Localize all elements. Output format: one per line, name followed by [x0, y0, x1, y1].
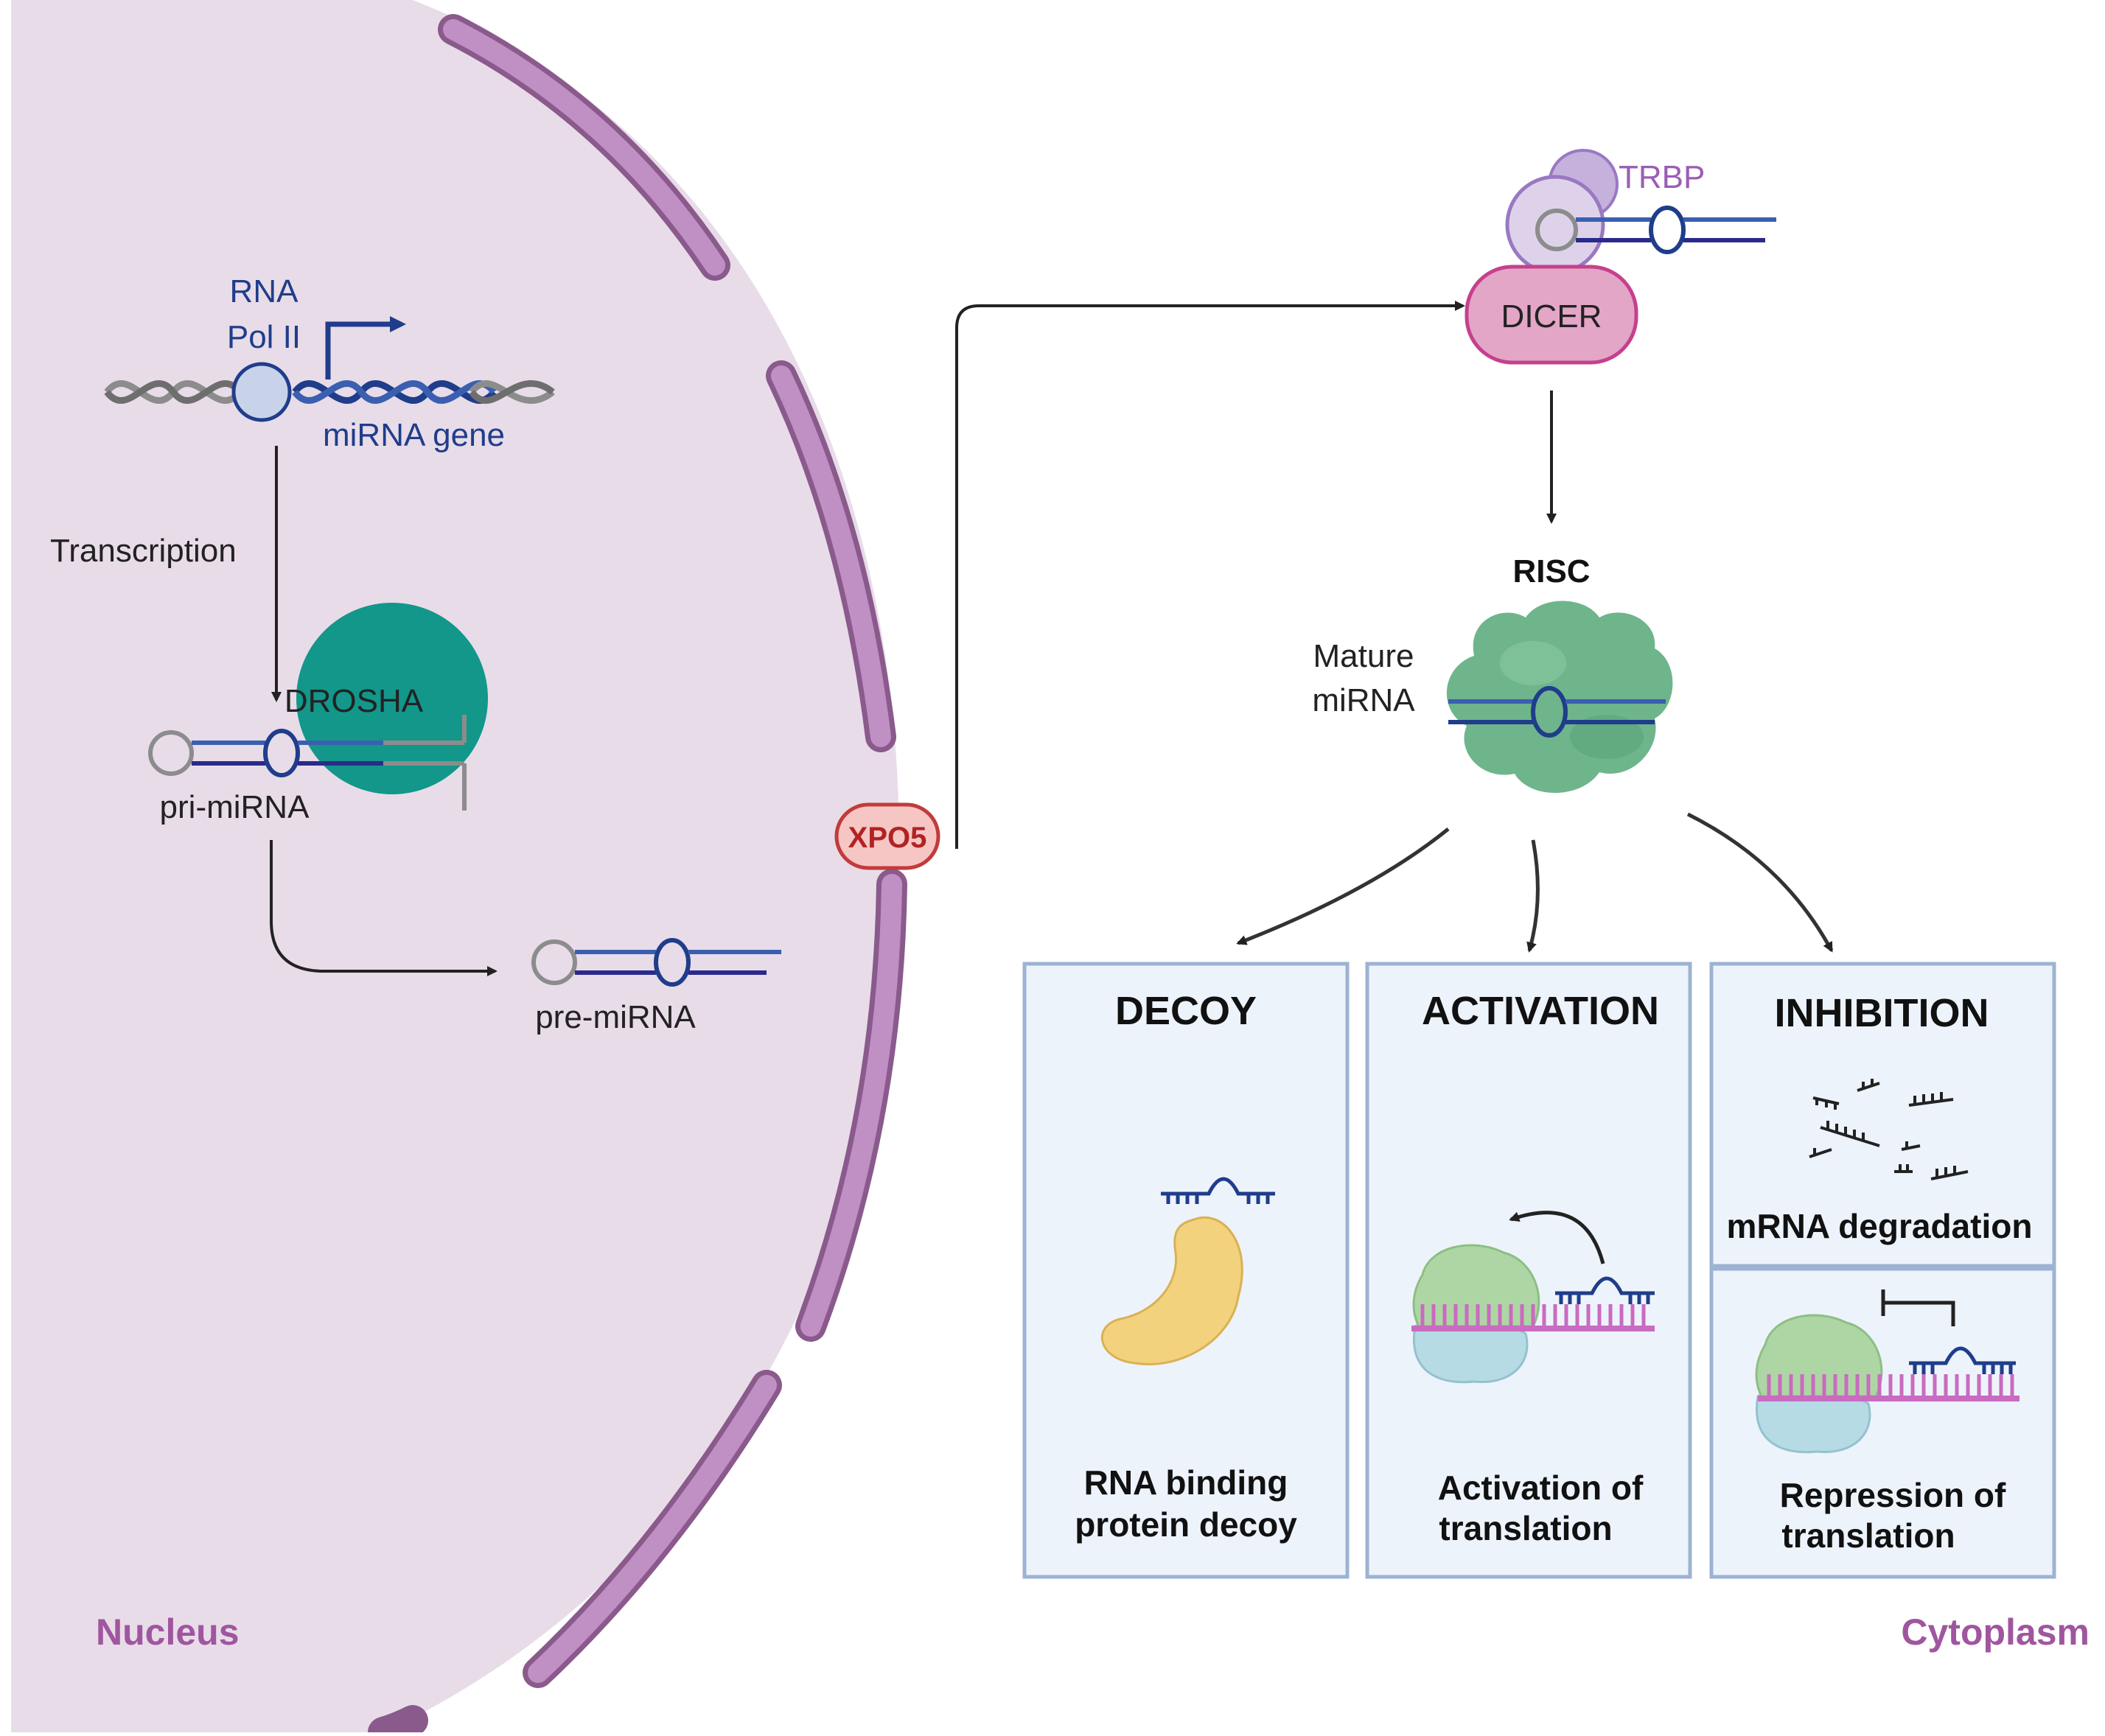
- transcription-start-arrow: [325, 316, 406, 379]
- rna-pol-label-2: Pol II: [227, 319, 301, 355]
- decoy-protein: [1100, 1216, 1243, 1365]
- decoy-title: DECOY: [1115, 989, 1257, 1033]
- drosha-complex: [296, 603, 488, 794]
- repression-ribosome-large: [1755, 1314, 1883, 1398]
- degraded-rna-fragments: [1809, 1079, 1969, 1180]
- repression-inhibit-icon: [1881, 1289, 1955, 1326]
- trbp-label: TRBP: [1619, 159, 1705, 195]
- repression-caption: Repression of: [1780, 1476, 2006, 1514]
- activation-mirna: [1555, 1276, 1655, 1304]
- dicer-label: DICER: [1501, 298, 1602, 335]
- inhibition-panel: INHIBITION mRNA degradation Repression o…: [1709, 962, 2056, 1579]
- pri-mirna-hairpin: [148, 715, 467, 811]
- xpo5-label: XPO5: [848, 822, 927, 854]
- nucleus-label: Nucleus: [96, 1611, 240, 1653]
- inhibition-arrow: [1686, 812, 1834, 953]
- activation-mrna: [1411, 1304, 1655, 1331]
- risc-label: RISC: [1512, 553, 1590, 589]
- activation-title: ACTIVATION: [1422, 989, 1659, 1033]
- risc-complex: [1446, 601, 1673, 794]
- repression-mirna: [1909, 1346, 2016, 1374]
- activation-arrow: [1526, 839, 1540, 953]
- processing-arrow: [270, 840, 498, 976]
- dicer-bound-hairpin: [1535, 206, 1776, 254]
- export-arrow: [955, 301, 1465, 849]
- decoy-panel: DECOY RNA binding protein decoy: [1022, 962, 1350, 1579]
- activation-arrow-icon: [1509, 1211, 1605, 1264]
- mrna-degradation-label: mRNA degradation: [1727, 1207, 2033, 1245]
- rna-pol-label: RNA: [230, 273, 299, 309]
- pre-mirna-label: pre-miRNA: [535, 999, 696, 1035]
- cytoplasm-label: Cytoplasm: [1901, 1611, 2090, 1653]
- decoy-mirna: [1161, 1177, 1275, 1204]
- drosha-label: DROSHA: [284, 683, 424, 719]
- pre-mirna-hairpin: [531, 938, 781, 987]
- repression-caption-2: translation: [1781, 1516, 1955, 1555]
- decoy-caption: RNA binding: [1084, 1463, 1288, 1502]
- nuclear-envelope: [368, 14, 907, 1736]
- nucleus-region: [11, 0, 899, 1732]
- mature-mirna-label: Mature: [1313, 638, 1414, 674]
- decoy-caption-2: protein decoy: [1075, 1505, 1297, 1544]
- mirna-gene-label: miRNA gene: [323, 417, 505, 453]
- dicer-binding-domain: [1505, 175, 1605, 275]
- inhibition-title: INHIBITION: [1775, 991, 1989, 1035]
- rna-pol-ii: [231, 362, 292, 422]
- decoy-arrow: [1236, 827, 1450, 945]
- repression-mrna: [1758, 1374, 2020, 1401]
- activation-caption-2: translation: [1439, 1509, 1612, 1547]
- xpo5-exporter: XPO5: [834, 802, 940, 870]
- mature-mirna-label-2: miRNA: [1312, 682, 1415, 718]
- activation-panel: ACTIVATION Activation of translation: [1365, 962, 1692, 1579]
- dna-helix: [104, 379, 555, 405]
- activation-caption: Activation of: [1438, 1469, 1644, 1507]
- transcription-label: Transcription: [50, 533, 237, 569]
- dicer-enzyme: [1465, 265, 1638, 365]
- pri-mirna-label: pri-miRNA: [160, 789, 310, 825]
